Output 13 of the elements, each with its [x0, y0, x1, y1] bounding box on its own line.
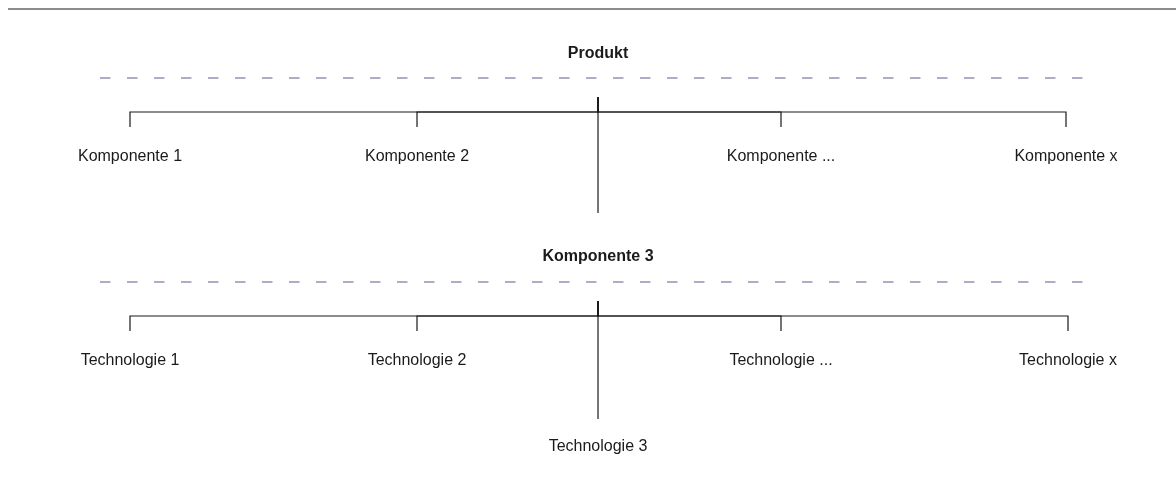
heading-label: Produkt — [567, 43, 629, 63]
connector-line — [597, 96, 599, 214]
item-label: Komponente ... — [726, 146, 836, 166]
item-label: Technologie 2 — [367, 350, 467, 370]
item-label: Technologie 3 — [548, 436, 648, 456]
heading-label: Komponente 3 — [542, 246, 654, 266]
item-label: Technologie 1 — [80, 350, 180, 370]
item-label: Technologie x — [1019, 350, 1117, 370]
item-label: Technologie ... — [729, 350, 833, 370]
item-label: Komponente 2 — [364, 146, 470, 166]
item-label: Komponente x — [1014, 146, 1118, 166]
item-label: Komponente 1 — [77, 146, 183, 166]
connector-line — [597, 300, 599, 420]
